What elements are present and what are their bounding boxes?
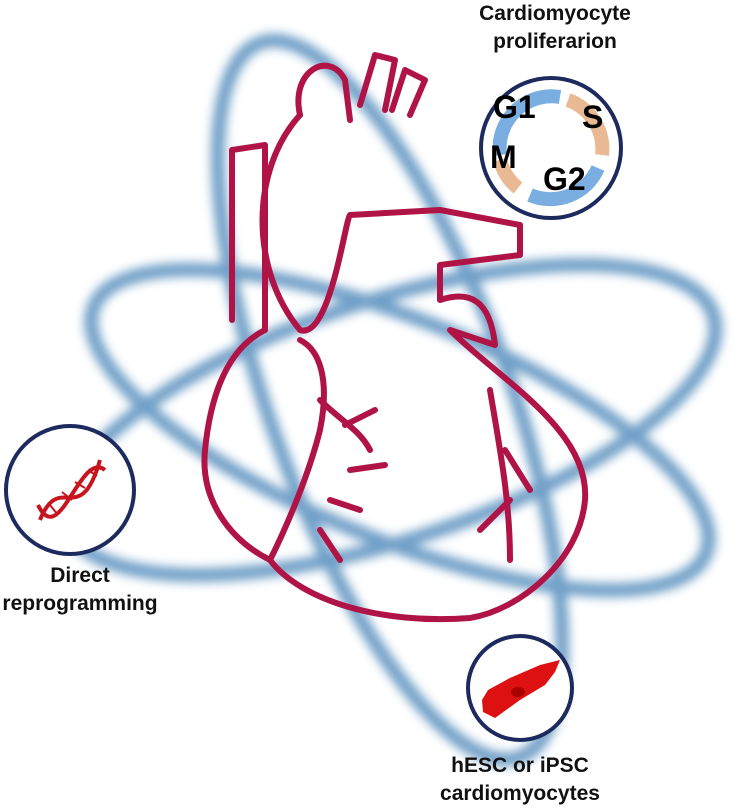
reprogramming-label: Direct reprogramming <box>0 562 160 618</box>
label-line: reprogramming <box>2 592 158 615</box>
proliferation-label: Cardiomyocyte proliferarion <box>470 0 640 56</box>
arrow-m <box>493 157 523 194</box>
arrow-g1 <box>492 89 562 156</box>
phase-g1: G1 <box>493 89 536 125</box>
label-line: cardiomyocytes <box>440 782 600 805</box>
label-line: Direct <box>50 564 110 587</box>
stem-cell-label: hESC or iPSC cardiomyocytes <box>430 752 610 808</box>
cell-nucleus <box>511 687 525 697</box>
dna-badge <box>4 424 136 556</box>
label-line: Cardiomyocyte <box>479 2 631 25</box>
arrow-g2 <box>527 164 605 207</box>
phase-g2: G2 <box>543 161 586 197</box>
orbit-ring-3 <box>210 33 570 767</box>
phase-m: M <box>490 139 517 175</box>
dna-helix-icon <box>36 459 107 521</box>
arrow-s <box>565 93 610 156</box>
label-line: proliferarion <box>493 30 617 53</box>
cardiomyocyte-badge <box>466 634 574 742</box>
phase-s: S <box>582 99 603 135</box>
orbit-rings <box>57 33 723 767</box>
heart-outline <box>201 52 589 623</box>
orbit-ring-2 <box>84 262 716 598</box>
cell-cycle-badge: G1 S G2 M <box>479 76 623 220</box>
label-line: hESC or iPSC <box>451 754 589 777</box>
